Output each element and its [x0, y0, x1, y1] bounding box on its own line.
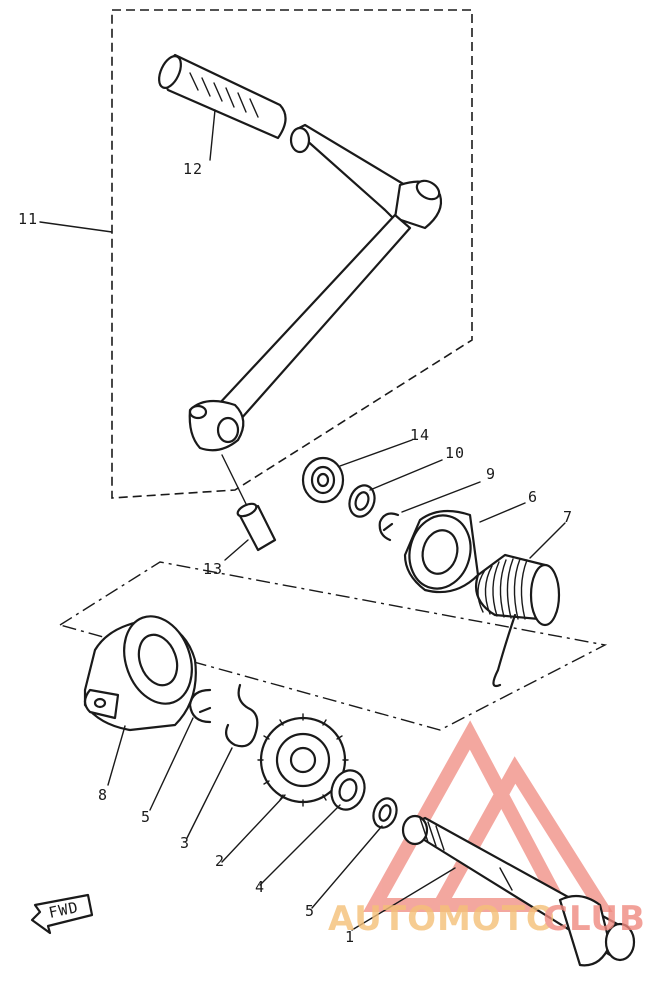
label-12: 12: [183, 160, 203, 178]
circlip-5a-part: [188, 688, 212, 724]
assembly-11-outline: [111, 9, 473, 499]
guide-6-part: [403, 509, 480, 594]
washer-10-part: [348, 484, 376, 518]
leader-lines: [39, 109, 566, 931]
grip-part: [158, 53, 287, 140]
watermark-text-part2: CLUB: [543, 899, 646, 939]
circlip-9-part: [378, 512, 400, 542]
label-11: 11: [18, 210, 38, 228]
bearing-part: [301, 456, 345, 504]
callout-labels: 11 12 13 14 10 9 6 7 8 5 3 2 4 5 1: [18, 160, 573, 946]
label-14: 14: [410, 426, 430, 444]
label-8: 8: [98, 786, 108, 804]
washer-4-part: [330, 769, 366, 811]
label-10: 10: [445, 444, 465, 462]
cover-8-part: [83, 615, 197, 732]
kick-gear-2-part: [257, 713, 349, 807]
spring-7-part: [474, 553, 561, 688]
bolt-part: [221, 454, 277, 552]
label-2: 2: [215, 852, 225, 870]
clip-3-part: [225, 683, 259, 748]
label-1: 1: [345, 928, 355, 946]
label-6: 6: [528, 488, 538, 506]
fwd-arrow: FWD: [30, 893, 94, 935]
kick-lever-part: [188, 123, 443, 452]
assembly-lower-outline: [58, 561, 608, 731]
label-7: 7: [563, 508, 573, 526]
kick-axle-1-part: [401, 814, 636, 967]
circlip-5b-part: [372, 797, 398, 829]
label-4: 4: [255, 878, 265, 896]
label-5a: 5: [141, 808, 151, 826]
fwd-label: FWD: [47, 898, 80, 922]
label-5b: 5: [305, 902, 315, 920]
watermark-text: AUTOMOTO CLUB: [328, 899, 646, 939]
watermark-text-part1: AUTOMOTO: [328, 899, 556, 939]
label-13: 13: [203, 560, 223, 578]
label-9: 9: [486, 465, 496, 483]
label-3: 3: [180, 834, 190, 852]
